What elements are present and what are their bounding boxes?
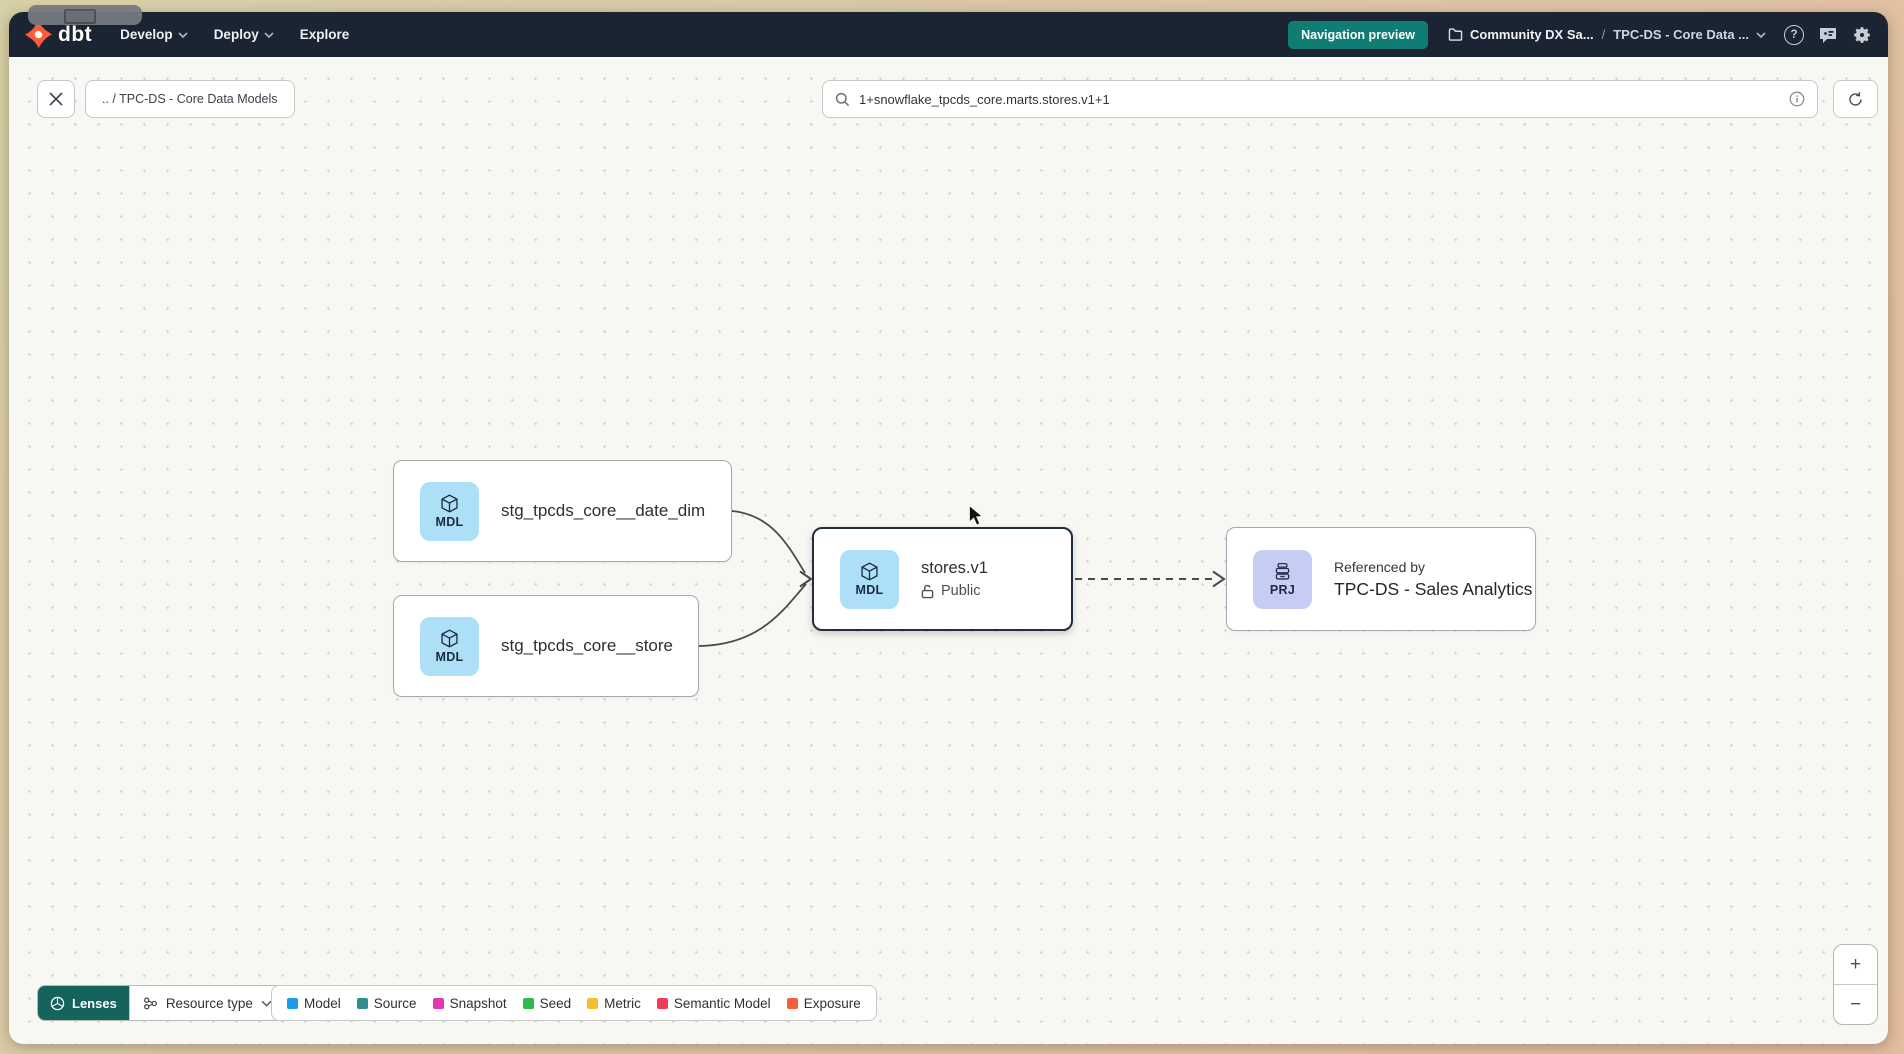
legend-item-model: Model xyxy=(287,996,341,1011)
legend-swatch xyxy=(522,997,534,1009)
breadcrumb-page[interactable]: TPC-DS - Core Data ... xyxy=(1613,27,1766,42)
nav-menu-develop-label: Develop xyxy=(120,27,173,42)
node-stg-tpcds-core-store[interactable]: MDL stg_tpcds_core__store xyxy=(393,595,699,697)
screen-share-pill xyxy=(28,5,142,25)
node-stores-v1[interactable]: MDL stores.v1 Public xyxy=(812,527,1073,631)
unlock-icon xyxy=(921,584,934,598)
chevron-down-icon xyxy=(178,31,188,38)
legend-label: Semantic Model xyxy=(673,995,771,1011)
model-badge: MDL xyxy=(420,616,479,676)
legend-item-exposure: Exposure xyxy=(786,995,861,1011)
zoom-controls: + − xyxy=(1833,944,1878,1025)
cube-icon xyxy=(861,562,878,581)
nav-menu-deploy[interactable]: Deploy xyxy=(214,27,274,42)
legend-item-snapshot: Snapshot xyxy=(432,995,507,1011)
legend-swatch xyxy=(356,997,368,1009)
legend-swatch xyxy=(287,997,298,1009)
navigation-preview-badge[interactable]: Navigation preview xyxy=(1288,20,1429,49)
resource-type-label: Resource type xyxy=(165,995,253,1011)
close-lineage-button[interactable] xyxy=(37,80,75,118)
nav-menu-explore[interactable]: Explore xyxy=(300,27,350,42)
referenced-by-label: Referenced by xyxy=(1334,558,1426,575)
model-badge: MDL xyxy=(840,549,899,609)
lenses-button[interactable]: Lenses xyxy=(38,986,129,1020)
nav-menu-develop[interactable]: Develop xyxy=(120,27,188,42)
model-badge: MDL xyxy=(420,481,479,541)
legend-label: Snapshot xyxy=(449,995,507,1011)
node-label: stg_tpcds_core__date_dim xyxy=(501,501,706,520)
cube-icon xyxy=(441,629,458,648)
node-label: stores.v1 xyxy=(921,559,988,577)
lineage-breadcrumb-chip[interactable]: .. / TPC-DS - Core Data Models xyxy=(85,80,295,118)
nav-menu-deploy-label: Deploy xyxy=(213,27,259,42)
view-controls: Lenses Resource type xyxy=(37,985,286,1021)
nav-menu-explore-label: Explore xyxy=(299,27,350,42)
resource-legend: Model Source Snapshot Seed Metric Semant… xyxy=(271,985,877,1021)
node-stg-tpcds-core-date-dim[interactable]: MDL stg_tpcds_core__date_dim xyxy=(393,460,732,562)
breadcrumb-project[interactable]: Community DX Sa... xyxy=(1448,27,1594,42)
legend-label: Seed xyxy=(539,995,572,1011)
legend-swatch xyxy=(786,997,798,1009)
breadcrumb-project-label: Community DX Sa... xyxy=(1470,27,1594,42)
breadcrumb-separator: / xyxy=(1601,27,1606,42)
legend-label: Exposure xyxy=(803,995,861,1011)
folder-icon xyxy=(1448,28,1463,41)
zoom-in-button[interactable]: + xyxy=(1834,945,1877,985)
legend-swatch xyxy=(432,997,444,1009)
info-icon[interactable] xyxy=(1789,91,1805,107)
project-stack-icon xyxy=(1275,562,1290,580)
node-tpcds-sales-analytics[interactable]: PRJ Referenced by TPC-DS - Sales Analyti… xyxy=(1226,527,1536,631)
help-icon[interactable]: ? xyxy=(1784,24,1804,45)
dbt-logo-icon xyxy=(25,21,52,48)
legend-label: Model xyxy=(304,995,341,1011)
gear-icon[interactable] xyxy=(1852,25,1872,45)
legend-item-seed: Seed xyxy=(522,995,572,1011)
chevron-down-icon xyxy=(261,1000,272,1007)
app-window: dbt Develop Deploy Explore Navigation pr… xyxy=(9,12,1888,1044)
breadcrumb-page-label: TPC-DS - Core Data ... xyxy=(1613,27,1749,42)
node-label: stg_tpcds_core__store xyxy=(501,636,673,655)
chevron-down-icon xyxy=(264,31,274,38)
lenses-button-label: Lenses xyxy=(72,995,117,1011)
dbt-logo-text: dbt xyxy=(58,22,93,46)
node-label: TPC-DS - Sales Analytics xyxy=(1334,578,1533,599)
access-level: Public xyxy=(921,583,988,599)
mouse-cursor xyxy=(968,505,984,526)
zoom-out-button[interactable]: − xyxy=(1849,993,1862,1015)
badge-label: PRJ xyxy=(1269,583,1296,597)
legend-swatch xyxy=(656,997,668,1009)
search-input-value[interactable]: 1+snowflake_tpcds_core.marts.stores.v1+1 xyxy=(859,91,1110,107)
dbt-logo[interactable]: dbt xyxy=(25,21,92,48)
project-badge: PRJ xyxy=(1253,549,1312,609)
account-breadcrumb: Community DX Sa... / TPC-DS - Core Data … xyxy=(1448,27,1766,42)
chevron-down-icon xyxy=(1756,31,1766,38)
close-icon xyxy=(49,92,63,106)
legend-swatch xyxy=(587,997,599,1009)
legend-label: Metric xyxy=(604,995,641,1011)
badge-label: MDL xyxy=(435,650,464,664)
badge-label: MDL xyxy=(855,583,884,597)
refresh-icon xyxy=(1849,91,1862,106)
refresh-lineage-button[interactable] xyxy=(1833,80,1878,118)
cube-icon xyxy=(441,494,458,513)
top-nav: dbt Develop Deploy Explore Navigation pr… xyxy=(9,12,1888,57)
legend-label: Source xyxy=(373,995,417,1011)
access-level-label: Public xyxy=(941,583,981,599)
legend-item-semantic-model: Semantic Model xyxy=(656,995,771,1011)
search-icon xyxy=(835,92,850,106)
resource-type-dropdown[interactable]: Resource type xyxy=(128,986,285,1020)
legend-item-metric: Metric xyxy=(587,996,641,1011)
resource-graph-icon xyxy=(143,997,157,1009)
badge-label: MDL xyxy=(435,515,464,529)
lineage-search-bar[interactable]: 1+snowflake_tpcds_core.marts.stores.v1+1 xyxy=(822,80,1818,118)
feedback-icon[interactable] xyxy=(1818,26,1838,44)
camera-icon xyxy=(64,9,96,24)
legend-item-source: Source xyxy=(356,995,417,1011)
lens-icon xyxy=(50,996,65,1010)
